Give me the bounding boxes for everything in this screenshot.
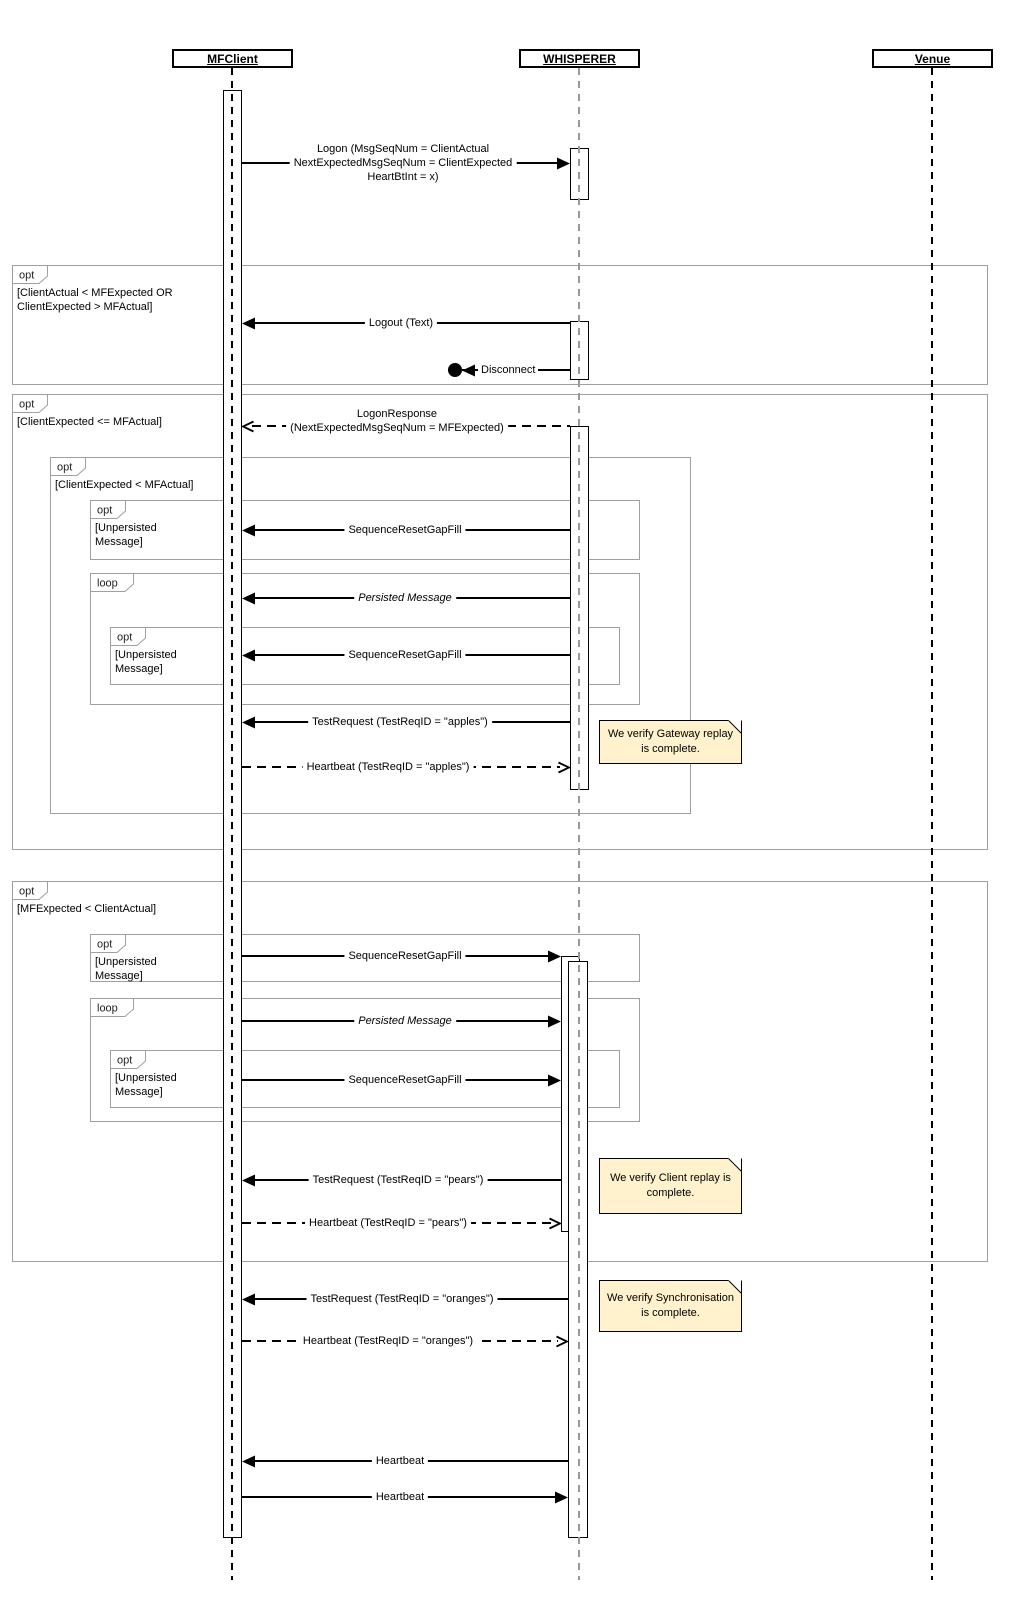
note-gateway-replay: We verify Gateway replay is complete. — [599, 720, 742, 764]
arrowhead-filled-icon — [462, 364, 476, 377]
note-text: We verify Gateway replay is complete. — [607, 728, 734, 755]
fragment-opt-unpersisted-message-1: opt [Unpersisted Message] — [90, 500, 640, 560]
note-fold-icon — [728, 1158, 742, 1177]
arrowhead-filled-icon — [242, 592, 256, 605]
arrowhead-open-icon — [547, 1217, 563, 1230]
note-fold-icon — [728, 1280, 742, 1299]
fragment-opt-clientexpected-lt-mfactual: opt [ClientExpected < MFActual] — [50, 457, 691, 814]
fragment-guard: [MFExpected < ClientActual] — [17, 903, 157, 915]
fragment-operator-tab: opt — [90, 500, 140, 520]
svg-text:opt: opt — [19, 886, 34, 898]
lifeline-mfclient — [231, 68, 233, 1580]
svg-text:opt: opt — [19, 270, 34, 282]
fragment-operator-tab: opt — [110, 627, 160, 647]
fragment-opt-clientexpected-lte-mfactual: opt [ClientExpected <= MFActual] — [12, 394, 988, 850]
fragment-operator-tab: opt — [110, 1050, 160, 1070]
arrowhead-filled-icon — [554, 1491, 568, 1504]
message-label-sequence-reset-gap-fill-3: SequenceResetGapFill — [344, 949, 466, 963]
fragment-opt-mfexpected-lt-clientactual: opt [MFExpected < ClientActual] — [12, 881, 988, 1262]
fragment-guard: [Unpersisted Message] — [115, 649, 177, 675]
message-label-sequence-reset-gap-fill-4: SequenceResetGapFill — [344, 1073, 466, 1087]
svg-text:opt: opt — [57, 462, 72, 474]
message-label-disconnect: Disconnect — [478, 363, 539, 377]
arrowhead-filled-icon — [242, 524, 256, 537]
message-label-logout: Logout (Text) — [364, 316, 438, 330]
note-text: We verify Synchronisation is complete. — [607, 1292, 734, 1319]
arrowhead-filled-icon — [242, 1455, 256, 1468]
fragment-operator-tab: opt — [90, 934, 140, 954]
message-label-sequence-reset-gap-fill-1: SequenceResetGapFill — [344, 523, 466, 537]
svg-text:opt: opt — [117, 632, 132, 644]
participant-venue: Venue — [872, 49, 993, 68]
fragment-operator-tab: opt — [12, 881, 62, 901]
participant-label: WHISPERER — [543, 51, 616, 66]
arrowhead-filled-icon — [547, 1015, 561, 1028]
message-label-logon: Logon (MsgSeqNum = ClientActual NextExpe… — [289, 142, 517, 184]
arrowhead-filled-icon — [547, 1074, 561, 1087]
message-label-test-request-pears: TestRequest (TestReqID = "pears") — [308, 1173, 488, 1187]
message-label-heartbeat-oranges: Heartbeat (TestReqID = "oranges") — [298, 1334, 478, 1348]
arrowhead-filled-icon — [242, 716, 256, 729]
fragment-operator-tab: loop — [90, 573, 140, 593]
fragment-guard: [ClientExpected < MFActual] — [55, 479, 194, 491]
arrowhead-open-icon — [556, 761, 572, 774]
fragment-operator-tab: opt — [12, 265, 62, 285]
message-label-heartbeat-to-client: Heartbeat — [371, 1454, 429, 1468]
participant-label: Venue — [914, 51, 951, 66]
message-label-heartbeat-to-whisperer: Heartbeat — [371, 1490, 429, 1504]
participant-whisperer: WHISPERER — [519, 49, 640, 68]
fragment-operator-tab: loop — [90, 998, 140, 1018]
arrowhead-filled-icon — [242, 1293, 256, 1306]
note-client-replay: We verify Client replay is complete. — [599, 1158, 742, 1214]
arrowhead-open-icon — [240, 420, 256, 433]
fragment-opt-session-mismatch: opt [ClientActual < MFExpected OR ClientE… — [12, 265, 988, 385]
note-synchronisation: We verify Synchronisation is complete. — [599, 1280, 742, 1332]
lost-message-endpoint — [448, 363, 462, 377]
svg-text:opt: opt — [117, 1055, 132, 1067]
fragment-guard: [Unpersisted Message] — [95, 522, 157, 548]
participant-mfclient: MFClient — [172, 49, 293, 68]
note-text: We verify Client replay is complete. — [610, 1172, 731, 1199]
fragment-opt-unpersisted-message-4: opt [Unpersisted Message] — [110, 1050, 620, 1108]
fragment-guard: [ClientExpected <= MFActual] — [17, 416, 162, 428]
message-label-persisted-message-1: Persisted Message — [354, 591, 456, 605]
svg-text:opt: opt — [19, 399, 34, 411]
svg-text:loop: loop — [97, 578, 118, 590]
svg-text:opt: opt — [97, 939, 112, 951]
participant-label: MFClient — [207, 51, 258, 66]
arrowhead-filled-icon — [547, 950, 561, 963]
lifeline-venue — [931, 68, 933, 1580]
message-label-logon-response: LogonResponse (NextExpectedMsgSeqNum = M… — [286, 407, 508, 435]
fragment-opt-unpersisted-message-2: opt [Unpersisted Message] — [110, 627, 620, 685]
fragment-guard: [ClientActual < MFExpected OR ClientExpe… — [17, 287, 173, 313]
note-fold-icon — [728, 720, 742, 739]
message-label-persisted-message-2: Persisted Message — [354, 1014, 456, 1028]
message-label-heartbeat-apples: Heartbeat (TestReqID = "apples") — [302, 760, 474, 774]
fragment-guard: [Unpersisted Message] — [95, 956, 157, 982]
fragment-operator-tab: opt — [12, 394, 62, 414]
fragment-loop-client-replay: loop — [90, 998, 640, 1122]
svg-text:opt: opt — [97, 505, 112, 517]
arrowhead-filled-icon — [242, 317, 256, 330]
fragment-opt-unpersisted-message-3: opt [Unpersisted Message] — [90, 934, 640, 982]
arrowhead-filled-icon — [556, 157, 570, 170]
svg-text:loop: loop — [97, 1003, 118, 1015]
fragment-operator-tab: opt — [50, 457, 100, 477]
arrowhead-filled-icon — [242, 649, 256, 662]
message-label-test-request-oranges: TestRequest (TestReqID = "oranges") — [306, 1292, 498, 1306]
message-label-test-request-apples: TestRequest (TestReqID = "apples") — [308, 715, 492, 729]
arrowhead-filled-icon — [242, 1174, 256, 1187]
lifeline-whisperer — [578, 68, 580, 1580]
arrowhead-open-icon — [554, 1335, 570, 1348]
message-label-heartbeat-pears: Heartbeat (TestReqID = "pears") — [305, 1216, 471, 1230]
fragment-loop-gateway-replay: loop — [90, 573, 640, 705]
fragment-guard: [Unpersisted Message] — [115, 1072, 177, 1098]
message-label-sequence-reset-gap-fill-2: SequenceResetGapFill — [344, 648, 466, 662]
